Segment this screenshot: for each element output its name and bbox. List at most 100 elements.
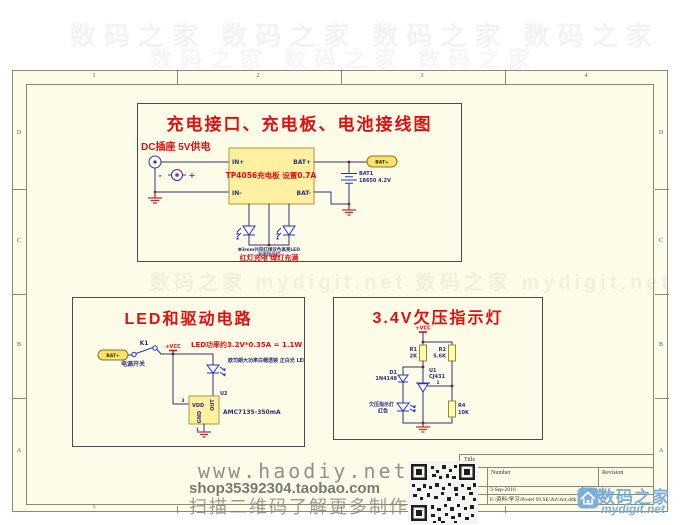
- ground-icon: [342, 204, 356, 216]
- r4-value: 10K: [458, 410, 470, 416]
- bat-plus-port-label: BAT+: [106, 353, 120, 359]
- title-block-revision-label: Revision: [602, 470, 624, 476]
- battery-ref: BAT1: [359, 171, 374, 177]
- zone-tick: [655, 189, 669, 190]
- uvlo-schematic: +VCC R1 2K R2 5.6K D1 1N4148: [369, 326, 470, 433]
- pin-label-bat-plus: BAT+: [293, 159, 311, 166]
- led-note-3: 红灯充电 绿灯充满: [240, 253, 298, 261]
- battery-value: 18650 4.2V: [359, 178, 391, 184]
- block-uvlo-title: 3.4V欠压指示灯: [372, 310, 504, 327]
- zone-tick: [341, 506, 342, 513]
- plug-plus-sign: +: [189, 171, 196, 180]
- zone-tick: [655, 294, 669, 295]
- faint-watermark-top2: 数码之家 数码之家 数码之家: [150, 47, 539, 72]
- dc-jack-icon: [148, 155, 162, 169]
- block-charging: 充电接口、充电板、电池接线图 DC插座 5V供电 - + IN: [137, 103, 462, 262]
- schematic-sheet: [12, 70, 669, 513]
- brand-site: mydigit.net: [601, 502, 666, 516]
- brand-name: 数码之家: [598, 488, 670, 507]
- ground-icon: [416, 423, 430, 433]
- pin-label-gnd: GND: [197, 411, 203, 423]
- title-block-date-value: 3-Sep-2016: [488, 487, 583, 494]
- u2-ref: U2: [220, 391, 228, 397]
- resistor-r1: [419, 344, 427, 362]
- tp4056-module-label: TP4056充电板 设置0.7A: [226, 170, 317, 180]
- led-driver-schematic: BAT+ K1 电源开关 +VCC LED功率约3.2V*0.35A = 1.1…: [97, 340, 304, 438]
- resistor-r2: [448, 344, 456, 362]
- dc-supply-label: DC插座 5V供电: [141, 142, 211, 153]
- d1-ref: D1: [389, 370, 397, 376]
- qr-code: [408, 461, 478, 524]
- zone-label: 2: [256, 504, 260, 510]
- switch-ref: K1: [140, 340, 149, 347]
- battery-icon: [341, 173, 357, 184]
- zone-label: 2: [256, 73, 260, 79]
- zone-tick: [13, 189, 27, 190]
- zone-label: A: [16, 448, 22, 454]
- zone-label: C: [16, 238, 21, 244]
- switch-label: 电源开关: [121, 360, 145, 368]
- zone-label: 3: [420, 73, 424, 79]
- pin-label-in-plus: IN+: [232, 159, 244, 166]
- pin-label-bat-minus: BAT-: [297, 190, 312, 197]
- zone-tick: [177, 506, 178, 513]
- resistor-r4: [448, 400, 456, 418]
- r2-value: 5.6K: [433, 354, 447, 360]
- zone-label: B: [16, 342, 21, 348]
- zone-tick: [13, 398, 27, 399]
- led-icon: [206, 362, 226, 397]
- ground-icon: [148, 192, 162, 204]
- brand-logo-icon: [577, 487, 599, 509]
- pin-label-in-minus: IN-: [232, 190, 242, 197]
- diode-icon: [397, 374, 409, 404]
- title-block-title-label: Title: [460, 455, 653, 468]
- title-block-number-label: Number: [488, 468, 599, 486]
- r4-ref: R4: [458, 403, 466, 409]
- pin-number-3: 3: [181, 398, 184, 404]
- block-charging-title: 充电接口、充电板、电池接线图: [166, 115, 433, 134]
- tp4056-module-box: [228, 147, 315, 205]
- led-icon: [276, 223, 296, 246]
- plug-minus-sign: -: [158, 171, 161, 180]
- switch-icon: [131, 345, 162, 358]
- zone-tick: [177, 71, 178, 85]
- led-icon: [396, 402, 416, 424]
- zone-label: A: [658, 448, 664, 454]
- power-note: LED功率约3.2V*0.35A = 1.1W: [191, 340, 302, 349]
- u1-pin-number: 1: [436, 380, 439, 386]
- bat-plus-port-label: BAT+: [375, 160, 389, 166]
- vcc-power-icon: [419, 331, 427, 343]
- uvlo-led-color: 红色: [378, 408, 388, 415]
- zone-label: 1: [92, 73, 96, 79]
- pin-label-vdd: VDD: [192, 403, 204, 409]
- bat-plus-port: [366, 155, 398, 168]
- pin-label-out: OUT: [210, 399, 216, 411]
- title-block-file-value: F:\资料\学习\Protel 99 SE\Art\Art.ddb: [488, 495, 583, 504]
- faint-watermark-top: 数码之家 数码之家 数码之家 数码之家: [70, 21, 660, 51]
- zone-label: 4: [584, 73, 588, 79]
- u1-value: CJ431: [429, 374, 445, 380]
- r1-ref: R1: [410, 347, 418, 353]
- zone-label: 1: [92, 504, 96, 510]
- uvlo-led-label: 欠压指示灯: [369, 401, 394, 408]
- zone-label: D: [16, 130, 22, 136]
- sheet-inner-border: [26, 84, 654, 505]
- r2-ref: R2: [439, 347, 447, 353]
- led-note: 欧司朗大功率白帽透镜 正白光 LED: [228, 357, 304, 364]
- zone-label: B: [658, 342, 663, 348]
- zone-tick: [505, 506, 506, 513]
- faint-watermark-mid: 数码之家 mydigit.net 数码之家 mydigit.net: [150, 272, 673, 294]
- u1-ref: U1: [429, 368, 437, 374]
- vcc-label: +VCC: [165, 344, 181, 350]
- tl431-icon: [416, 382, 453, 424]
- watermark-site: www.haodiy.net: [198, 459, 409, 483]
- r1-value: 2K: [410, 354, 418, 360]
- watermark-shop: shop35392304.taobao.com: [189, 480, 380, 497]
- block-led-driver-title: LED和驱动电路: [124, 311, 253, 328]
- watermark-scan: 扫描二维码了解更多制作: [189, 497, 409, 517]
- zone-tick: [655, 398, 669, 399]
- zone-tick: [13, 294, 27, 295]
- charging-schematic: - + IN+ BAT+ TP4056充电板 设置0.7A IN- BAT- B…: [148, 147, 398, 261]
- u2-value: AMC7135-350mA: [223, 409, 281, 416]
